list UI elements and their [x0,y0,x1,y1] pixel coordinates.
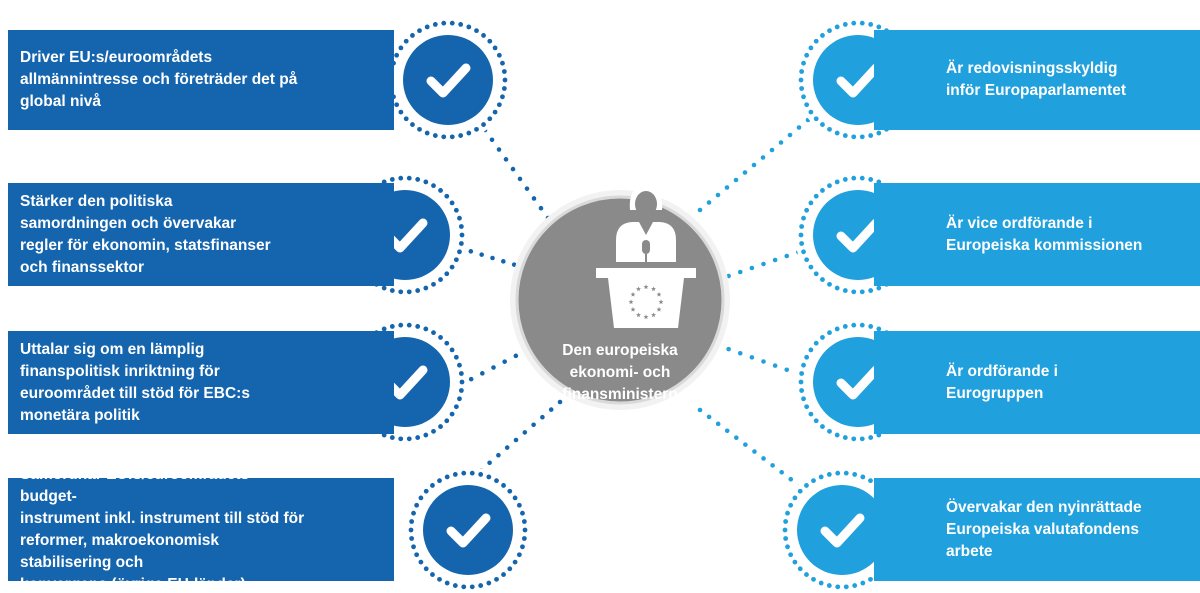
eu-stars-icon [628,284,664,320]
right-box-1-text: Är redovisningsskyldig inför Europaparla… [946,60,1126,99]
checkmark-icon [820,513,865,548]
checkmark-icon [446,513,491,548]
dotted-ring [408,470,528,590]
left-box-1-text: Driver EU:s/euroområdets allmännintresse… [20,49,298,110]
left-check-4 [405,467,531,593]
left-box-2-text: Stärker den politiska samordningen och ö… [20,192,271,276]
right-box-3: Är ordförande i Eurogruppen [874,331,1200,434]
right-box-3-text: Är ordförande i Eurogruppen [946,362,1058,402]
center-label: Den europeiska ekonomi- och finansminist… [562,342,678,403]
check-circle [423,485,513,575]
center-node [510,185,730,410]
dotted-ring [388,20,508,140]
connector-line [469,399,563,481]
right-box-4: Övervakar den nyinrättade Europeiska val… [874,478,1200,581]
right-box-2-text: Är vice ordförande i Europeiska kommissi… [946,214,1143,254]
checkmark-icon [836,63,881,98]
left-box-4: Samordnar EU:s/euroområdets budget- inst… [8,478,394,581]
right-box-4-text: Övervakar den nyinrättade Europeiska val… [946,498,1142,560]
connector-line [457,347,530,388]
minister-at-podium-icon [596,185,696,328]
check-circle [403,35,493,125]
right-box-2: Är vice ordförande i Europeiska kommissi… [874,183,1200,286]
left-box-1: Driver EU:s/euroområdets allmännintresse… [8,30,394,130]
connector-line [482,127,551,221]
checkmark-icon [836,365,881,400]
left-box-2: Stärker den politiska samordningen och ö… [8,183,394,286]
connector-line [697,117,811,213]
left-box-3-text: Uttalar sig om en lämplig finanspolitisk… [20,340,250,424]
checkmark-icon [426,63,471,98]
left-check-1 [385,17,511,143]
left-box-3: Uttalar sig om en lämplig finanspolitisk… [8,331,394,434]
check-circle [797,485,887,575]
right-check-4 [779,467,905,593]
checkmark-icon [836,218,881,253]
left-box-4-text: Samordnar EU:s/euroområdets budget- inst… [20,478,305,581]
right-box-1: Är redovisningsskyldig inför Europaparla… [874,30,1200,130]
